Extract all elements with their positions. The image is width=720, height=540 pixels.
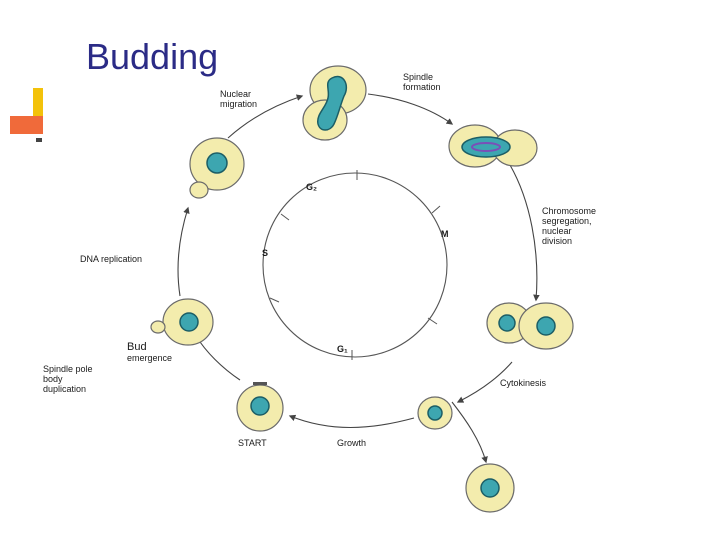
spindle (471, 142, 501, 152)
cell-bud-emergence (150, 298, 214, 346)
arrow-growth (288, 414, 415, 429)
label-cytokinesis: Cytokinesis (500, 378, 547, 388)
phase-s: S (262, 248, 268, 258)
cell-cytokinesis (417, 396, 453, 430)
nucleus (250, 396, 270, 416)
nucleus (206, 152, 228, 174)
phase-g1: G₁ (337, 344, 348, 354)
label-dna-replication: DNA replication (80, 254, 142, 264)
arrow-to-spindle-formation (367, 93, 454, 125)
cycle-tick (280, 213, 290, 221)
cell-start (236, 382, 284, 432)
label-spindle-pole-duplication: Spindle pole body duplication (43, 364, 95, 394)
cycle-tick (431, 205, 441, 214)
slide-bullet-red (10, 116, 43, 134)
nucleus (461, 136, 511, 158)
slide-bullet-dash (36, 138, 42, 142)
nucleus-mother (498, 314, 516, 332)
bud-body (150, 320, 166, 334)
spindle-pole-body (253, 382, 267, 385)
cycle-tick (269, 297, 280, 303)
inner-cycle: G₂ M S G₁ (262, 170, 449, 360)
arrow-to-bud-emergence (195, 334, 241, 381)
cell-daughter (465, 463, 515, 513)
slide-title: Budding (86, 36, 219, 77)
phase-g2: G₂ (306, 182, 317, 192)
bud-body (189, 181, 209, 199)
label-chromosome-segregation: Chromosome segregation, nuclear division (542, 206, 599, 246)
label-bud-emergence: Bud emergence (127, 341, 172, 363)
cell-nuclear-division (486, 302, 574, 350)
arrow-dna-replication (177, 206, 190, 297)
arrow-to-cytokinesis (456, 361, 513, 403)
nucleus (179, 312, 199, 332)
label-start: START (238, 438, 267, 448)
phase-m: M (441, 229, 449, 239)
nucleus (317, 75, 348, 131)
cell-nuclear-migration (302, 65, 367, 141)
label-nuclear-migration: Nuclear migration (220, 89, 257, 109)
nucleus (480, 478, 500, 498)
outer-arrows (177, 93, 540, 464)
arrow-to-nuclear-migration (227, 94, 304, 139)
arrow-to-nuclear-division (509, 164, 540, 302)
cycle-tick (427, 317, 438, 325)
label-growth: Growth (337, 438, 366, 448)
cell-dna-replication (189, 137, 245, 199)
nucleus (427, 405, 443, 421)
slide-bullet-yellow (33, 88, 43, 122)
inner-cycle-ring (262, 172, 448, 358)
arrow-to-daughter-cell (451, 401, 488, 464)
label-spindle-formation: Spindle formation (403, 72, 441, 92)
cell-spindle-formation (448, 124, 538, 168)
nucleus-daughter (536, 316, 556, 336)
